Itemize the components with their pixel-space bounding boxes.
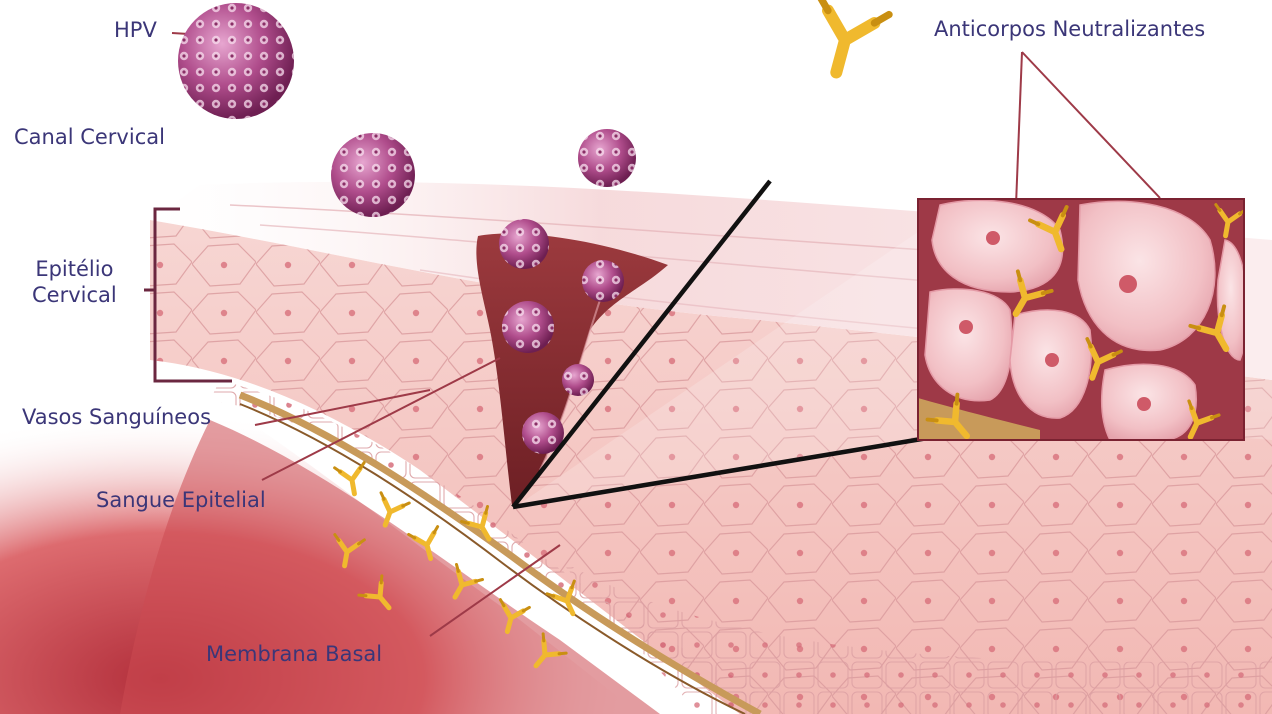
label-epitelio-cervical: Epitélio Cervical <box>32 256 117 309</box>
label-epitelio-line2: Cervical <box>32 282 117 308</box>
hpv-virion <box>499 219 549 269</box>
hpv-virion <box>562 364 594 396</box>
inset-magnified-view <box>918 199 1247 448</box>
hpv-virion <box>578 129 636 187</box>
anticorpos-leader-right <box>1022 52 1160 198</box>
hpv-virion <box>582 260 624 302</box>
label-vasos-sanguineos: Vasos Sanguíneos <box>22 404 211 430</box>
label-sangue-epitelial: Sangue Epitelial <box>96 487 266 513</box>
label-epitelio-line1: Epitélio <box>32 256 117 282</box>
label-anticorpos-neutralizantes: Anticorpos Neutralizantes <box>934 16 1205 42</box>
hpv-virion <box>331 133 415 217</box>
label-canal-cervical: Canal Cervical <box>14 124 165 150</box>
hpv-virion <box>502 301 554 353</box>
anticorpos-leader-left <box>1016 52 1022 205</box>
antibody-floating <box>802 0 890 82</box>
label-hpv: HPV <box>114 17 157 43</box>
label-membrana-basal: Membrana Basal <box>206 641 382 667</box>
hpv-virion <box>178 3 294 119</box>
